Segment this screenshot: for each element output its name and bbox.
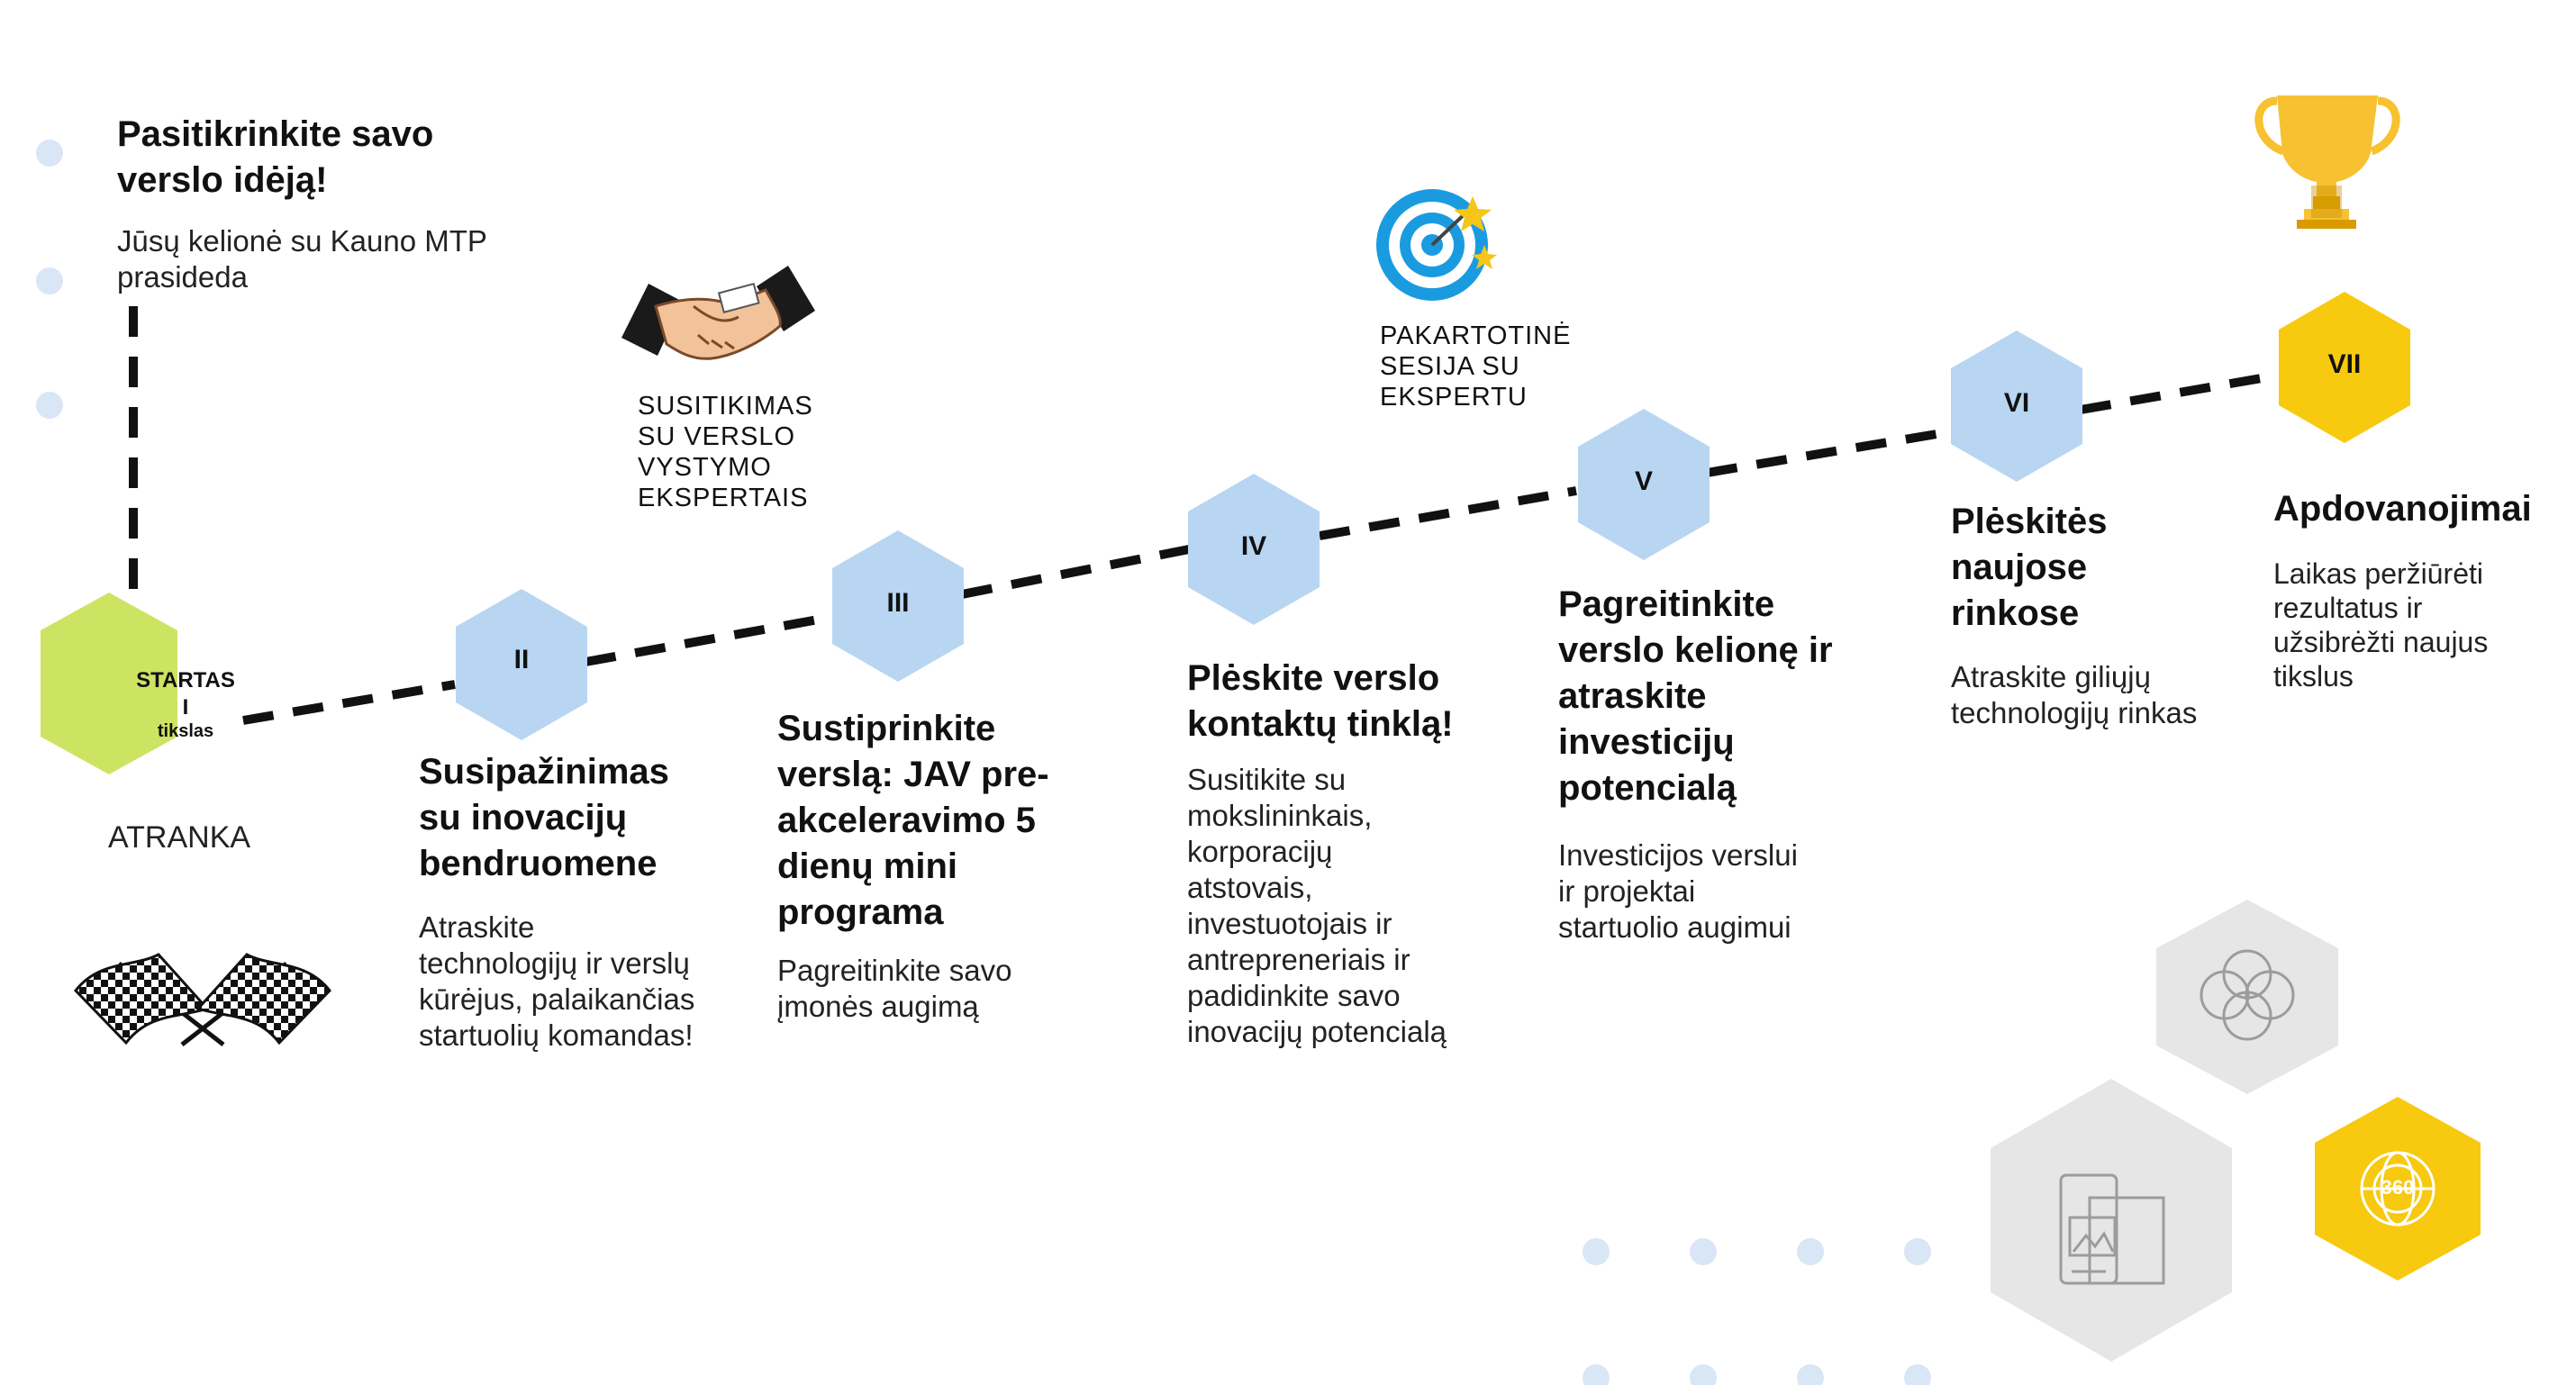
stage-ii-description: Atraskite technologijų ir verslų kūrėjus… <box>419 910 695 1052</box>
repeat-session-callout: PAKARTOTINĖ SESIJA SU EKSPERTU <box>1380 321 1572 412</box>
stage-hexagon-iii <box>832 530 964 682</box>
start-label-line2: I <box>182 695 189 720</box>
devices-icon <box>2059 1173 2165 1285</box>
stage-hexagon-v <box>1578 409 1710 560</box>
stage-hexagon-ii <box>456 589 587 740</box>
stage-numeral-iii: III <box>886 588 910 618</box>
stage-v-description: Investicijos verslui ir projektai startu… <box>1558 838 1798 944</box>
intro-title: Pasitikrinkite savo verslo idėją! <box>117 114 434 200</box>
venn-circles-icon <box>2200 949 2295 1041</box>
trophy-icon <box>2254 95 2400 229</box>
stage-numeral-vi: VI <box>2003 388 2030 418</box>
globe-360-icon <box>2360 1151 2435 1227</box>
decor-dot-grid <box>1583 1238 1931 1385</box>
stage-vii-description: Laikas peržiūrėti rezultatus ir užsibrėž… <box>2273 557 2489 692</box>
decor-dot <box>36 392 63 419</box>
start-hexagon <box>41 593 177 774</box>
stage-numeral-iv: IV <box>1240 531 1267 561</box>
stage-vi-title: Plėskitės naujose rinkose <box>1951 502 2108 633</box>
stage-v-title: Pagreitinkite verslo kelionę ir atraskit… <box>1558 584 1833 808</box>
target-icon <box>1376 189 1497 301</box>
stage-numeral-ii: II <box>513 645 530 674</box>
stage-iii-description: Pagreitinkite savo įmonės augimą <box>777 954 1012 1023</box>
handshake-icon <box>621 266 815 360</box>
stage-hexagon-iv <box>1188 474 1320 625</box>
stage-ii-title: Susipažinimas su inovacijų bendruomene <box>419 752 669 883</box>
decor-dot <box>36 267 63 294</box>
start-below-label: ATRANKA <box>108 820 251 855</box>
stage-hexagon-vii <box>2279 292 2410 443</box>
stage-vii-title: Apdovanojimai <box>2273 489 2532 529</box>
start-label: STARTAS I tikslas <box>109 667 262 741</box>
stage-numeral-vii: VII <box>2327 349 2362 379</box>
stage-iv-title: Plėskite verslo kontaktų tinklą! <box>1187 658 1454 744</box>
start-label-line3: tikslas <box>157 721 214 741</box>
intro-subtitle: Jūsų kelionė su Kauno MTP prasideda <box>117 224 487 294</box>
journey-path <box>129 306 2272 725</box>
stage-hexagon-vi <box>1951 330 2082 482</box>
start-label-line1: STARTAS <box>136 668 235 692</box>
decor-hexagon-devices <box>1991 1079 2232 1362</box>
stage-numeral-v: V <box>1634 466 1653 496</box>
meeting-callout: SUSITIKIMAS SU VERSLO VYSTYMO EKSPERTAIS <box>638 392 813 512</box>
globe-360-label: 360 <box>2381 1176 2415 1199</box>
stage-iv-description: Susitikite su mokslininkais, korporacijų… <box>1187 763 1447 1048</box>
stage-iii-title: Sustiprinkite verslą: JAV pre- akcelerav… <box>777 709 1049 932</box>
decor-dot <box>36 140 63 167</box>
stage-vi-description: Atraskite giliųjų technologijų rinkas <box>1951 660 2198 729</box>
checkered-flags-icon <box>74 953 331 1046</box>
